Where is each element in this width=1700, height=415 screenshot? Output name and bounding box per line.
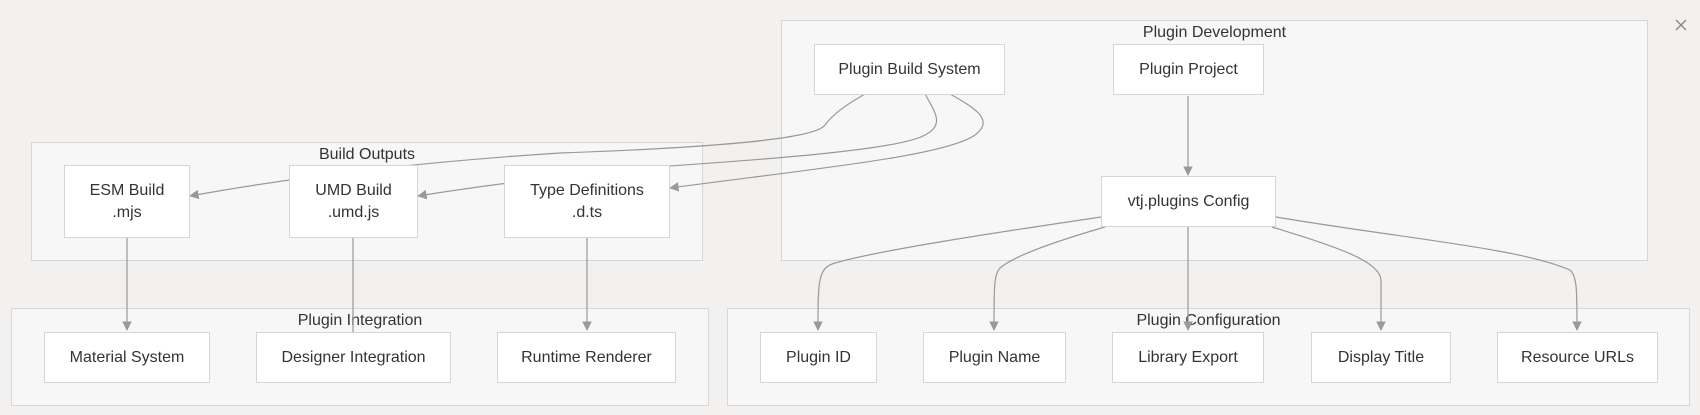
cluster-title-plugin-development: Plugin Development <box>1142 24 1287 41</box>
node-umd-build[interactable]: UMD Build .umd.js <box>289 165 418 238</box>
edge-config-to-resource-urls <box>1275 216 1582 331</box>
node-material-system[interactable]: Material System <box>44 332 210 383</box>
close-button[interactable] <box>1670 14 1694 38</box>
node-resource-urls[interactable]: Resource URLs <box>1497 332 1658 383</box>
node-label: Display Title <box>1337 348 1425 366</box>
node-label: Library Export <box>1138 348 1238 366</box>
node-library-export[interactable]: Library Export <box>1112 332 1264 383</box>
node-label-line-1: ESM Build <box>89 181 165 199</box>
cluster-title-plugin-configuration: Plugin Configuration <box>1136 312 1281 329</box>
node-designer-integration[interactable]: Designer Integration <box>256 332 451 383</box>
node-plugin-id[interactable]: Plugin ID <box>760 332 877 383</box>
edge-config-to-display-title <box>1271 226 1386 331</box>
close-icon <box>1675 19 1687 31</box>
node-type-definitions[interactable]: Type Definitions .d.ts <box>504 165 670 238</box>
cluster-title-plugin-integration: Plugin Integration <box>297 312 423 329</box>
node-display-title[interactable]: Display Title <box>1311 332 1451 383</box>
node-label: Designer Integration <box>281 348 426 366</box>
node-label-line-2: .d.ts <box>571 203 603 221</box>
node-label: vtj.plugins Config <box>1127 192 1250 210</box>
node-label: Runtime Renderer <box>521 348 652 366</box>
node-label-line-2: .umd.js <box>327 203 380 221</box>
node-label-line-1: UMD Build <box>315 181 392 199</box>
edge-config-to-plugin-name <box>989 226 1106 331</box>
node-label-line-2: .mjs <box>112 203 142 221</box>
node-label: Plugin Project <box>1139 60 1238 78</box>
node-label-line-1: Type Definitions <box>530 181 644 199</box>
node-label: Plugin Build System <box>838 60 981 78</box>
node-label: Material System <box>69 348 185 366</box>
node-plugin-project[interactable]: Plugin Project <box>1113 44 1264 95</box>
cluster-title-build-outputs: Build Outputs <box>318 146 416 163</box>
node-label: Plugin Name <box>948 348 1041 366</box>
edge-build-system-to-umd <box>417 93 938 200</box>
node-plugin-build-system[interactable]: Plugin Build System <box>814 44 1005 95</box>
node-label: Resource URLs <box>1521 348 1634 366</box>
node-vtj-plugins-config[interactable]: vtj.plugins Config <box>1101 176 1276 227</box>
edge-build-system-to-types <box>669 93 984 192</box>
node-plugin-name[interactable]: Plugin Name <box>923 332 1066 383</box>
node-esm-build[interactable]: ESM Build .mjs <box>64 165 190 238</box>
node-label: Plugin ID <box>786 348 851 366</box>
node-runtime-renderer[interactable]: Runtime Renderer <box>497 332 676 383</box>
edge-config-to-plugin-id <box>813 216 1102 331</box>
